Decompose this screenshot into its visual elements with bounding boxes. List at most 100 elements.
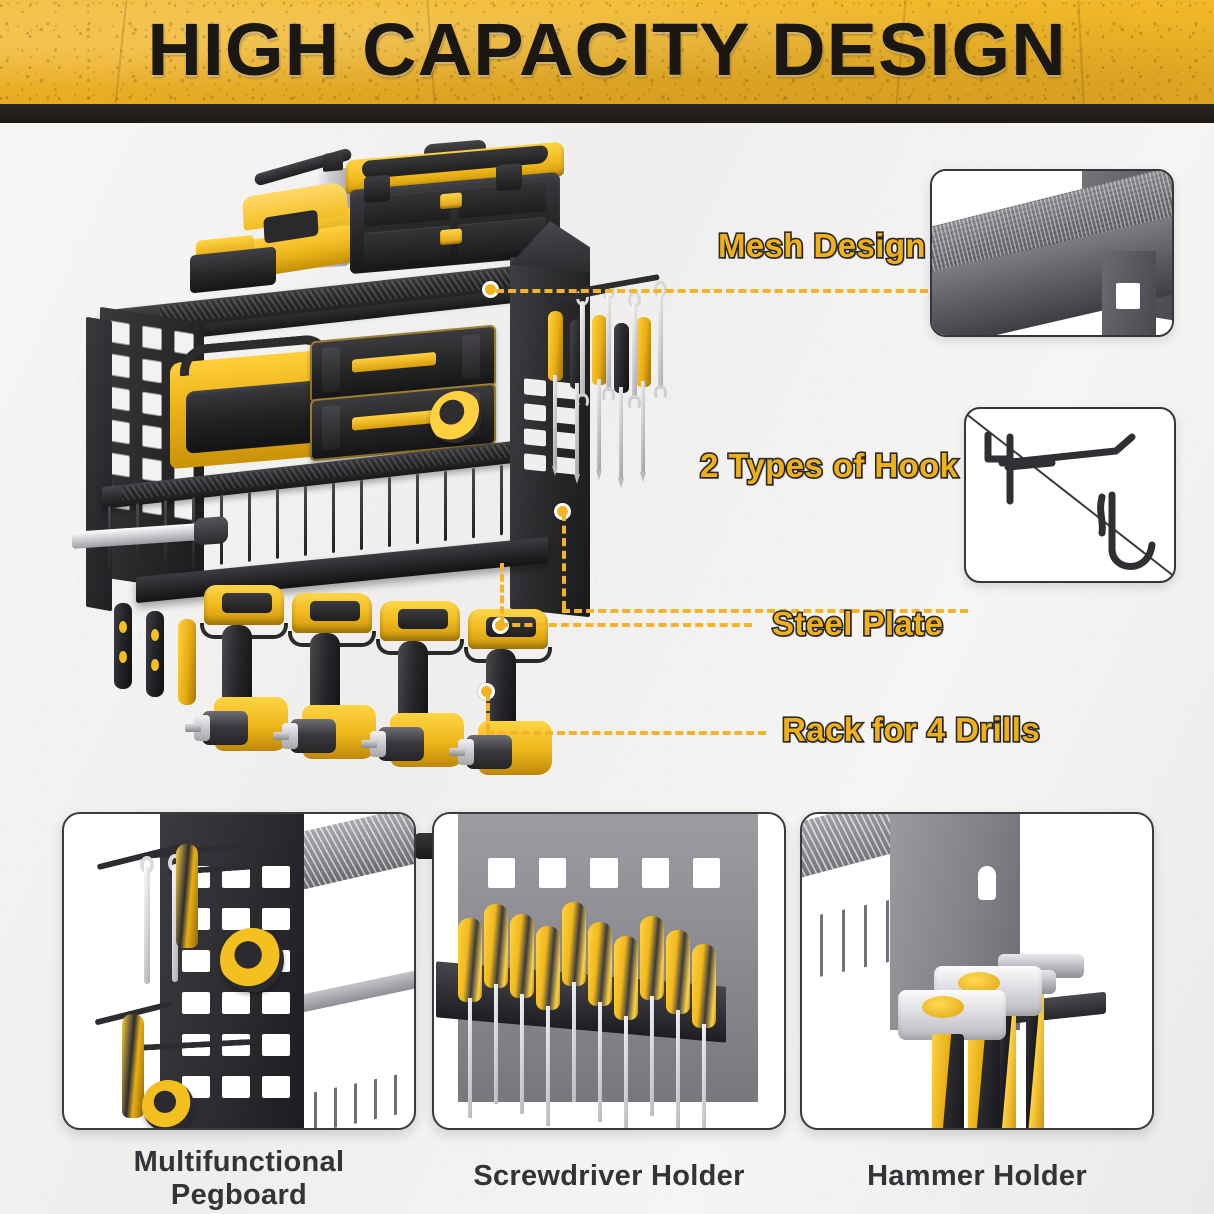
tool-box-latch [440, 228, 462, 246]
callout-line-mesh [496, 289, 928, 293]
pegboard-panel-holes [182, 866, 290, 1116]
screwdriver-panel-holes [488, 858, 720, 916]
mallet-head [898, 990, 1006, 1040]
hero-product-figure: Mesh Design 2 Types of Hook Steel Plate … [0, 123, 1214, 867]
callout-line-steel-plate [500, 623, 752, 627]
callout-label-2-types-of-hook: 2 Types of Hook [698, 445, 959, 485]
drill-motor-housing [292, 593, 372, 633]
screwdriver-handle [122, 1014, 144, 1118]
drill-chuck-ring [370, 731, 386, 757]
feature-panel-hammer-holder [800, 812, 1154, 1130]
straight-hook-icon [984, 431, 1136, 505]
battery-body [190, 246, 276, 294]
feature-caption-hammer-holder: Hammer Holder [800, 1160, 1154, 1193]
tool-box-clip [496, 163, 522, 192]
cordless-drill [185, 585, 290, 843]
wrench-open-end [654, 385, 667, 400]
cordless-drill [361, 601, 466, 859]
drill-chuck-ring [282, 723, 298, 749]
chisel-grip-dot [151, 659, 159, 671]
callout-line-steel-vertical [500, 563, 504, 625]
callout-line-drills-vertical [486, 693, 490, 731]
wrench-open-end [628, 395, 641, 410]
banner-grunge-texture [0, 0, 1214, 104]
pry-bar-knob [194, 516, 228, 546]
cordless-drill [449, 609, 554, 867]
chisel-grip-dot [119, 621, 127, 633]
chisel-grip-dot [119, 651, 127, 663]
drawer-ridge [322, 404, 340, 451]
drill-motor-housing [204, 585, 284, 625]
chisel-handle [146, 611, 164, 697]
mallet-cap [958, 972, 1000, 994]
chisel-grip-dot [151, 629, 159, 641]
drawer-ridge [462, 333, 480, 380]
drawer-handle [352, 351, 436, 373]
keyhole-mount-slot [978, 866, 996, 900]
work-radio-face [186, 379, 326, 454]
tool-shaft [640, 381, 646, 482]
callout-label-mesh-design: Mesh Design [716, 225, 927, 265]
drill-motor-inlay [398, 609, 448, 629]
caption-line-1: Multifunctional [133, 1146, 345, 1178]
callout-line-hook [562, 609, 968, 613]
tool-shaft [596, 379, 602, 480]
drill-bit [273, 732, 289, 740]
feature-caption-screwdriver-holder: Screwdriver Holder [432, 1160, 786, 1193]
inset-card-mesh-design [930, 169, 1174, 337]
chisel-handle [178, 619, 196, 705]
callout-line-drills [486, 731, 766, 735]
tool-box-clip [364, 174, 390, 203]
pegboard-panel-wire-basket [294, 1068, 414, 1128]
caption-line-2: Pegboard [170, 1179, 308, 1211]
inset-card-hook-types [964, 407, 1176, 583]
drawer-ridge [322, 346, 340, 393]
header-banner: HIGH CAPACITY DESIGN [0, 0, 1214, 104]
tool-handle [636, 317, 651, 387]
pegboard-panel-shelf [292, 814, 414, 893]
wrench-shaft [632, 303, 637, 399]
tool-organizer-rack [72, 133, 698, 867]
pegboard-panel-tape-measure [220, 928, 284, 992]
drill-motor-inlay [310, 601, 360, 621]
tool-handle [592, 315, 607, 385]
chisel-handle [114, 603, 132, 689]
pegboard-panel-tape-measure [142, 1080, 194, 1128]
j-hook-icon [1097, 491, 1156, 570]
drill-chuck-ring [194, 715, 210, 741]
caption-line-1: Hammer Holder [867, 1160, 1087, 1192]
wrench-shaft [172, 864, 178, 982]
hook-shapes-svg [984, 431, 1156, 570]
tool-shaft [552, 375, 558, 476]
callout-label-rack-for-4-drills: Rack for 4 Drills [780, 709, 1041, 749]
drill-bit [449, 748, 465, 756]
mesh-side-bracket [1102, 251, 1156, 335]
wrench-shaft [580, 301, 585, 397]
tool-box-panel [364, 225, 450, 265]
drill-bit [185, 724, 201, 732]
caption-line-1: Screwdriver Holder [473, 1160, 745, 1192]
drill-bit [361, 740, 377, 748]
callout-line-hook-vertical [562, 513, 566, 609]
wrench-shaft [606, 295, 611, 391]
cordless-drill [273, 593, 378, 851]
feature-caption-pegboard: Multifunctional Pegboard [62, 1146, 416, 1212]
wrench-open-end [576, 393, 589, 408]
drawer-handle [352, 409, 436, 431]
tool-shaft [574, 383, 580, 484]
feature-panel-screwdriver-holder [432, 812, 786, 1130]
wrench-open-end [602, 387, 615, 402]
drill-motor-housing [380, 601, 460, 641]
mesh-closeup-art [932, 171, 1172, 335]
callout-label-steel-plate: Steel Plate [770, 603, 944, 643]
spray-can-cap [323, 152, 343, 172]
feature-panel-pegboard [62, 812, 416, 1130]
drill-chuck-ring [458, 739, 474, 765]
battery-pack [190, 232, 276, 294]
tool-handle [548, 311, 563, 381]
screwdriver-handle [176, 844, 198, 948]
pegboard-panel-shelf-lower [292, 967, 414, 1015]
tool-shaft [618, 387, 624, 488]
hook-types-art [966, 409, 1174, 581]
mallet-cap [922, 996, 964, 1018]
